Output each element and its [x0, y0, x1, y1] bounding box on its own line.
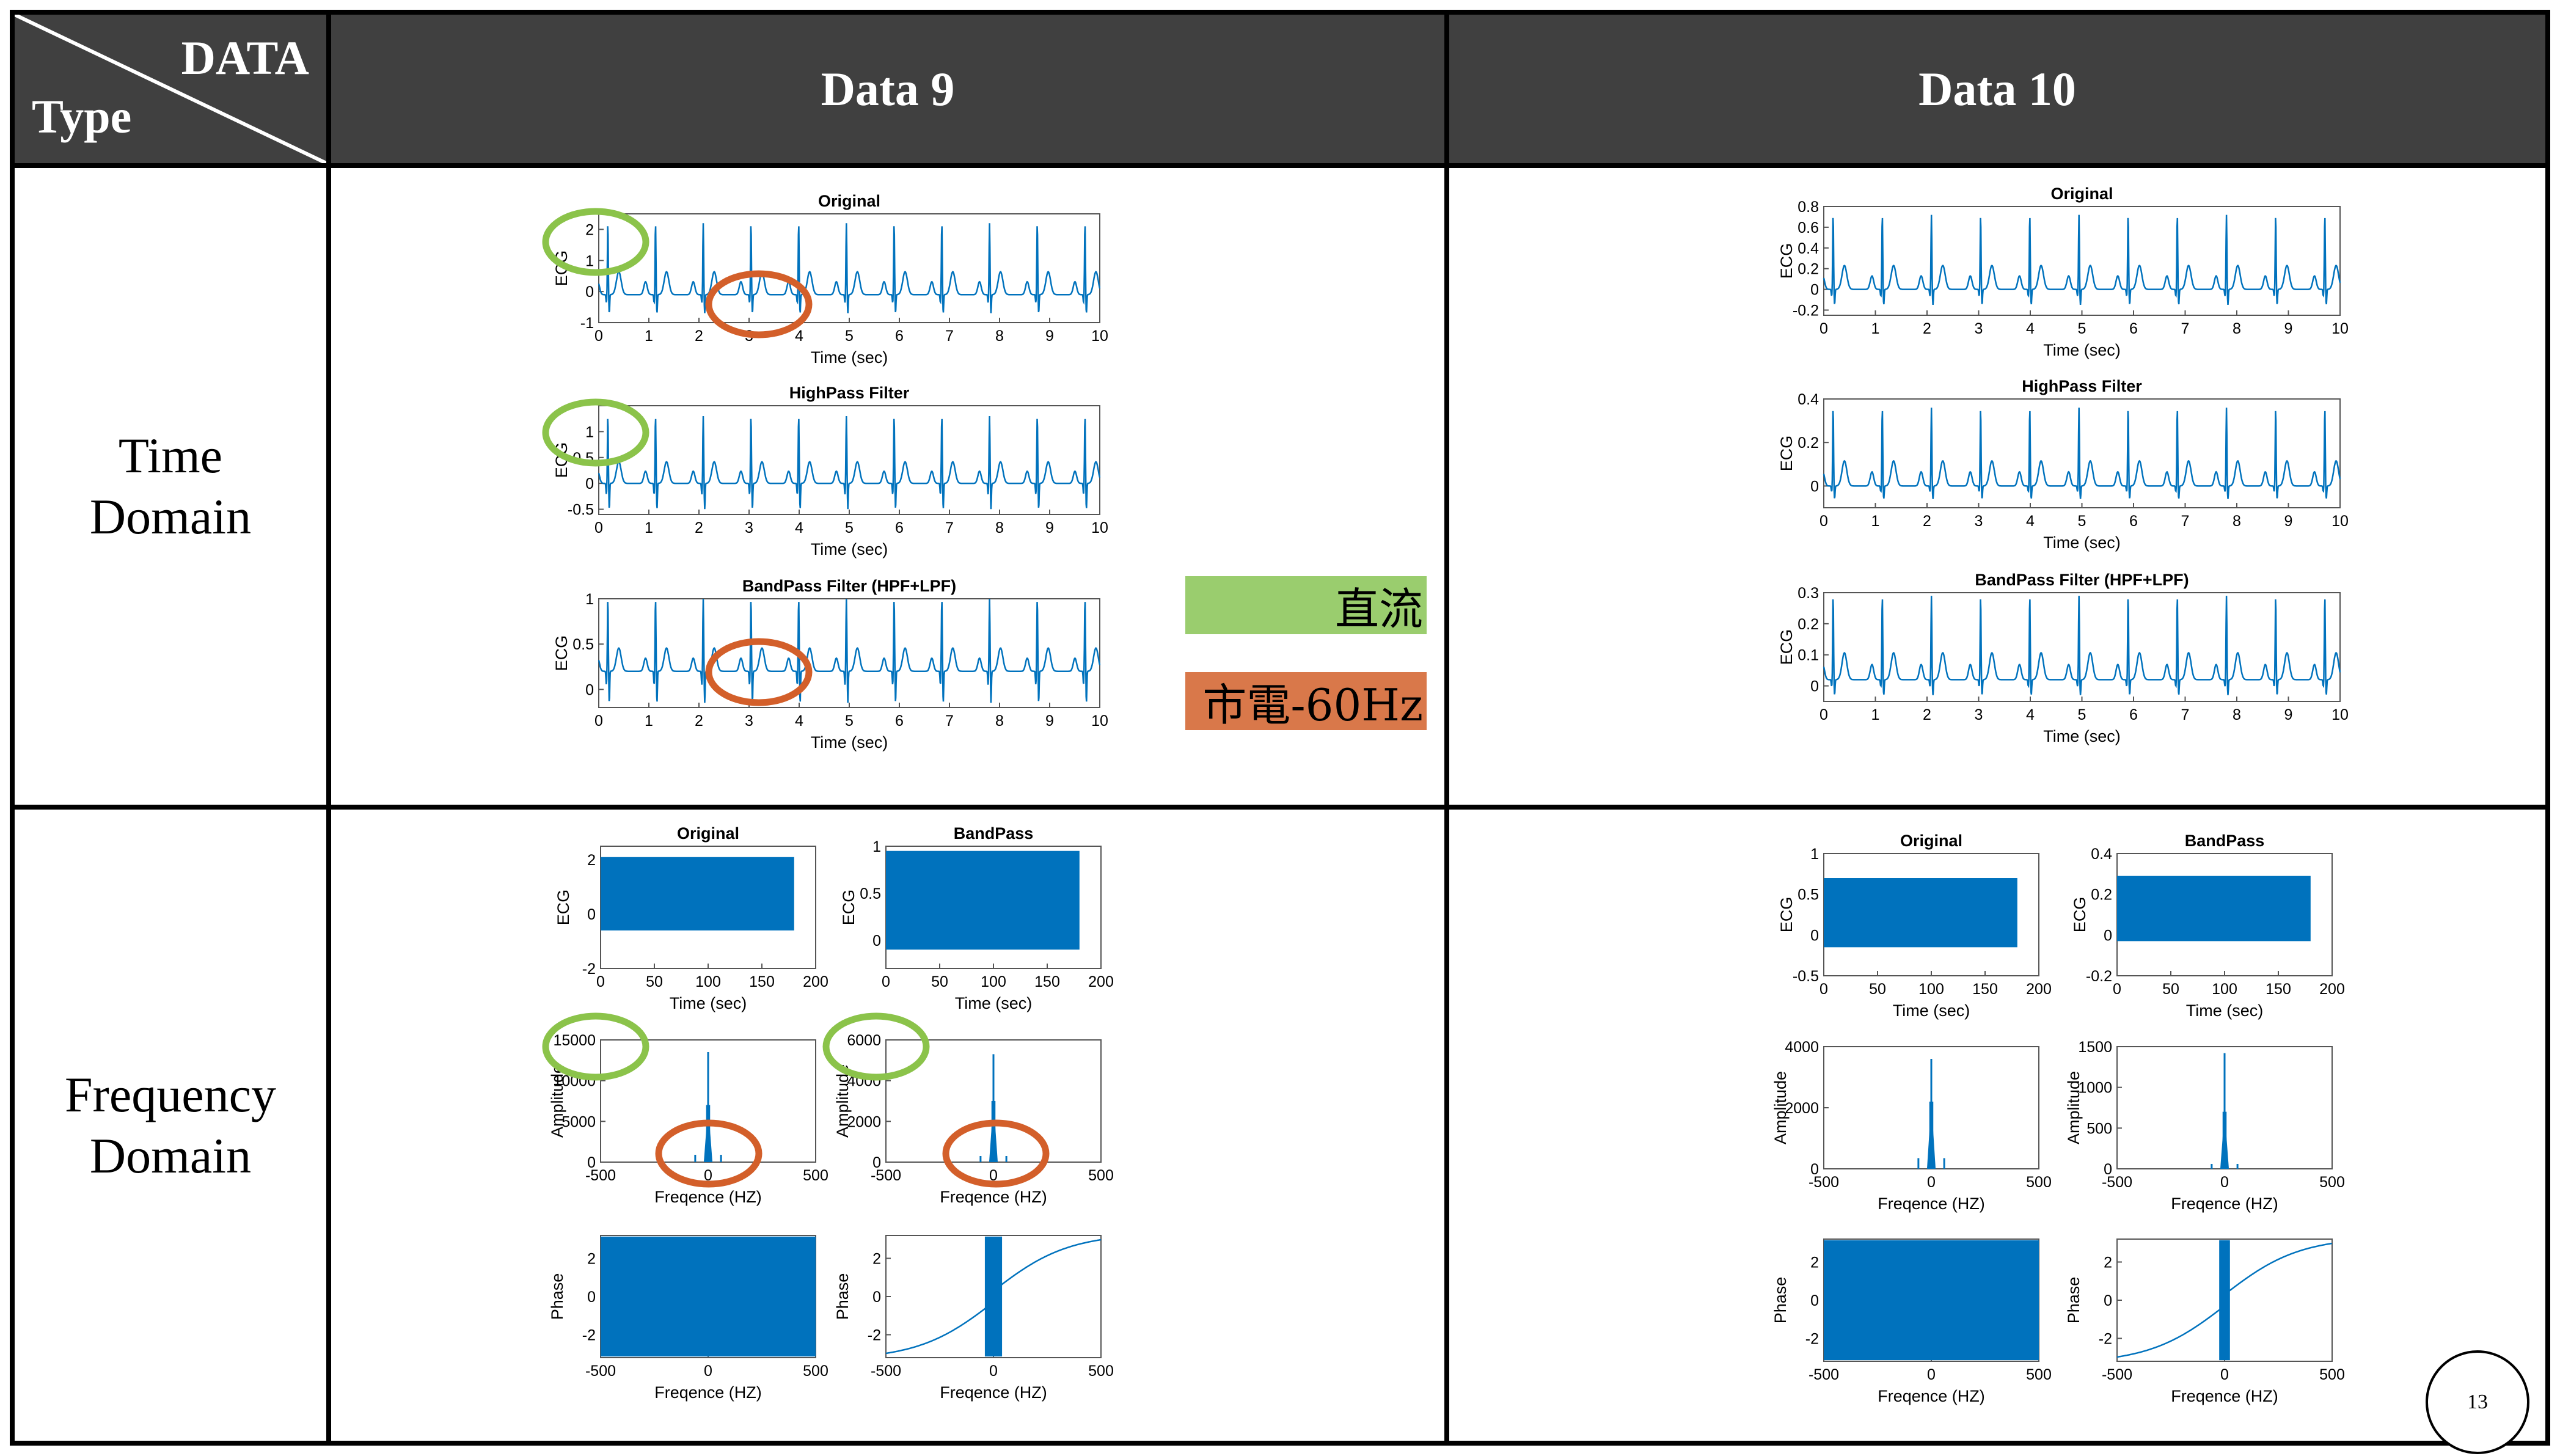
legend-dc: 直流	[1185, 576, 1427, 635]
page-number: 13	[2426, 1350, 2529, 1454]
cell-data10-frequency	[1449, 810, 2545, 1441]
column-header-data10: Data 10	[1449, 15, 2545, 163]
row-label-freq-line1: Frequency	[64, 1066, 277, 1122]
legend-mains-60hz: 市電-60Hz	[1185, 672, 1427, 731]
row-label-time-line2: Domain	[89, 489, 252, 544]
corner-data-label: DATA	[181, 31, 309, 84]
row-label-time-line1: Time	[118, 428, 223, 483]
cell-data10-time	[1449, 168, 2545, 805]
legend-dc-label: 直流	[1334, 583, 1423, 635]
page-number-text: 13	[2467, 1391, 2488, 1413]
row-label-freq-line2: Domain	[89, 1127, 252, 1183]
column-title-data9: Data 9	[821, 62, 955, 115]
corner-type-label: Type	[32, 90, 132, 143]
corner-diagonal	[15, 15, 326, 163]
column-title-data10: Data 10	[1918, 62, 2076, 115]
corner-header: DATA Type	[15, 15, 326, 163]
legend-mains-label: 市電-60Hz	[1202, 679, 1423, 731]
cell-data9-frequency	[331, 810, 1444, 1441]
column-header-data9: Data 9	[331, 15, 1444, 163]
